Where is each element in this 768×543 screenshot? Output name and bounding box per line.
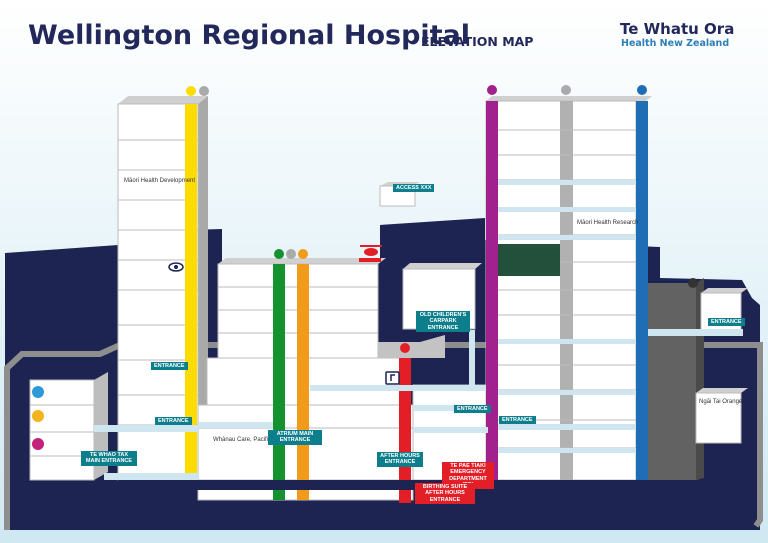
- entrance-carpark[interactable]: OLD CHILDREN'S CARPARK ENTRANCE: [416, 311, 470, 332]
- page-subtitle: ELEVATION MAP: [421, 34, 534, 49]
- page-title: Wellington Regional Hospital: [28, 20, 471, 51]
- lift-shaft-red: [399, 358, 411, 503]
- walkways: [94, 180, 743, 480]
- entrance-far-right[interactable]: ENTRANCE: [708, 318, 745, 327]
- mascot-icon: [32, 386, 44, 450]
- entrance-te-whao[interactable]: TE WHAO TAX MAIN ENTRANCE: [81, 451, 137, 466]
- entrance-upper-left[interactable]: ENTRANCE: [151, 362, 188, 371]
- entrance-right-mid[interactable]: ENTRANCE: [499, 416, 536, 425]
- lift-shaft-purple: [486, 101, 498, 480]
- entrance-birthing[interactable]: BIRTHING SUITE AFTER HOURS ENTRANCE: [415, 483, 475, 504]
- lift-shaft-yellow: [185, 104, 197, 480]
- entrance-access[interactable]: ACCESS XXX: [393, 184, 435, 193]
- label-maori-health-research: Māori Health Research: [577, 220, 639, 226]
- label-ngai-tai: Ngāi Tai Orange: [699, 399, 743, 405]
- label-whanau-care: Whānau Care, Pacific Health: [213, 437, 291, 443]
- entrance-after-hours[interactable]: AFTER HOURS ENTRANCE: [377, 452, 423, 467]
- entrance-left[interactable]: ENTRANCE: [155, 417, 192, 426]
- entrance-mid[interactable]: ENTRANCE: [454, 405, 491, 414]
- access-icon: [385, 371, 400, 385]
- label-maori-health: Māori Health Development: [124, 178, 196, 184]
- helipad-icon: [359, 245, 382, 262]
- lift-icon: [186, 85, 698, 353]
- outer-walkway: [4, 342, 763, 530]
- lift-shaft-orange: [297, 264, 309, 500]
- eye-icon: [168, 262, 184, 272]
- brand-subtitle: Health New Zealand: [621, 38, 730, 49]
- entrance-atrium[interactable]: ATRIUM MAIN ENTRANCE: [268, 430, 322, 445]
- lift-shaft-green: [273, 264, 285, 500]
- lift-shaft-blue: [636, 101, 648, 480]
- brand-logo: Te Whatu Ora: [620, 20, 735, 38]
